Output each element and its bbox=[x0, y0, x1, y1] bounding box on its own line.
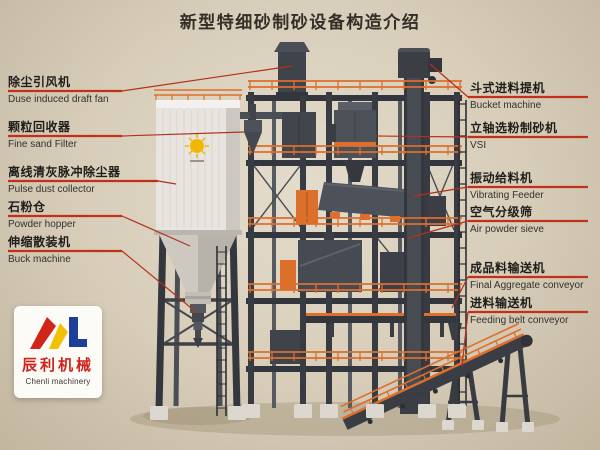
label-bucket-machine: 斗式进料提机 Bucket machine bbox=[470, 82, 545, 111]
leader-lines bbox=[121, 63, 469, 367]
label-en: Fine sand Filter bbox=[8, 139, 77, 150]
hopper-ladder bbox=[216, 246, 227, 416]
logo-name-en: Chenli machinery bbox=[25, 377, 91, 386]
label-en: Air powder sieve bbox=[470, 224, 544, 235]
label-buck-machine: 伸缩散装机 Buck machine bbox=[8, 236, 71, 265]
label-powder-hopper: 石粉仓 Powder hopper bbox=[8, 201, 76, 230]
label-zh: 除尘引风机 bbox=[8, 75, 71, 89]
label-zh: 进料输送机 bbox=[470, 296, 533, 310]
label-en: Powder hopper bbox=[8, 219, 76, 230]
label-underlines bbox=[8, 89, 588, 314]
label-zh: 离线清灰脉冲除尘器 bbox=[8, 165, 121, 179]
label-zh: 石粉仓 bbox=[8, 200, 46, 214]
label-en: Final Aggregate conveyor bbox=[470, 280, 584, 291]
telescopic-loader bbox=[190, 304, 206, 348]
label-en: Duse induced draft fan bbox=[8, 94, 109, 105]
platform-railings bbox=[248, 80, 462, 361]
label-zh: 颗粒回收器 bbox=[8, 120, 71, 134]
label-en: Vibrating Feeder bbox=[470, 190, 544, 201]
label-en: Feeding belt conveyor bbox=[470, 315, 569, 326]
label-feeding-belt-conveyor: 进料输送机 Feeding belt conveyor bbox=[470, 297, 568, 326]
label-zh: 空气分级筛 bbox=[470, 205, 533, 219]
label-zh: 成品料输送机 bbox=[470, 261, 546, 275]
label-pulse-dust-collector: 离线清灰脉冲除尘器 Pulse dust collector bbox=[8, 166, 121, 195]
label-vsi: 立轴选粉制砂机 VSI bbox=[470, 122, 558, 151]
label-final-aggregate-conveyor: 成品料输送机 Final Aggregate conveyor bbox=[470, 262, 583, 291]
label-air-powder-sieve: 空气分级筛 Air powder sieve bbox=[470, 206, 544, 235]
label-en: Bucket machine bbox=[470, 100, 542, 111]
label-zh: 振动给料机 bbox=[470, 171, 533, 185]
label-zh: 斗式进料提机 bbox=[470, 81, 546, 95]
box-logo-emblem bbox=[185, 134, 209, 162]
label-zh: 伸缩散装机 bbox=[8, 235, 71, 249]
label-zh: 立轴选粉制砂机 bbox=[470, 121, 558, 135]
label-en: Pulse dust collector bbox=[8, 184, 95, 195]
label-en: Buck machine bbox=[8, 254, 71, 265]
vibrating-feeder bbox=[318, 182, 417, 222]
recovery-cyclone bbox=[244, 104, 262, 154]
dust-collector-box bbox=[154, 89, 242, 235]
label-dust-induced-draft-fan: 除尘引风机 Duse induced draft fan bbox=[8, 76, 109, 105]
fan-duct bbox=[274, 42, 310, 96]
label-vibrating-feeder: 振动给料机 Vibrating Feeder bbox=[470, 172, 544, 201]
chenli-logo-icon bbox=[30, 317, 87, 349]
air-sieve bbox=[280, 232, 410, 292]
footings bbox=[150, 404, 534, 432]
feed-box bbox=[282, 112, 316, 158]
label-fine-sand-filter: 颗粒回收器 Fine sand Filter bbox=[8, 121, 77, 150]
logo-name-zh: 辰利机械 bbox=[21, 357, 94, 374]
label-en: VSI bbox=[470, 140, 487, 151]
vsi-machine bbox=[326, 102, 376, 158]
company-logo-card: 辰利机械 Chenli machinery bbox=[14, 306, 102, 398]
final-conveyor bbox=[270, 313, 462, 364]
page-title: 新型特细砂制砂设备构造介绍 bbox=[179, 13, 421, 32]
connect-pipe bbox=[238, 112, 282, 119]
powder-hopper-cone bbox=[158, 232, 238, 304]
discharge-chute bbox=[344, 160, 366, 182]
